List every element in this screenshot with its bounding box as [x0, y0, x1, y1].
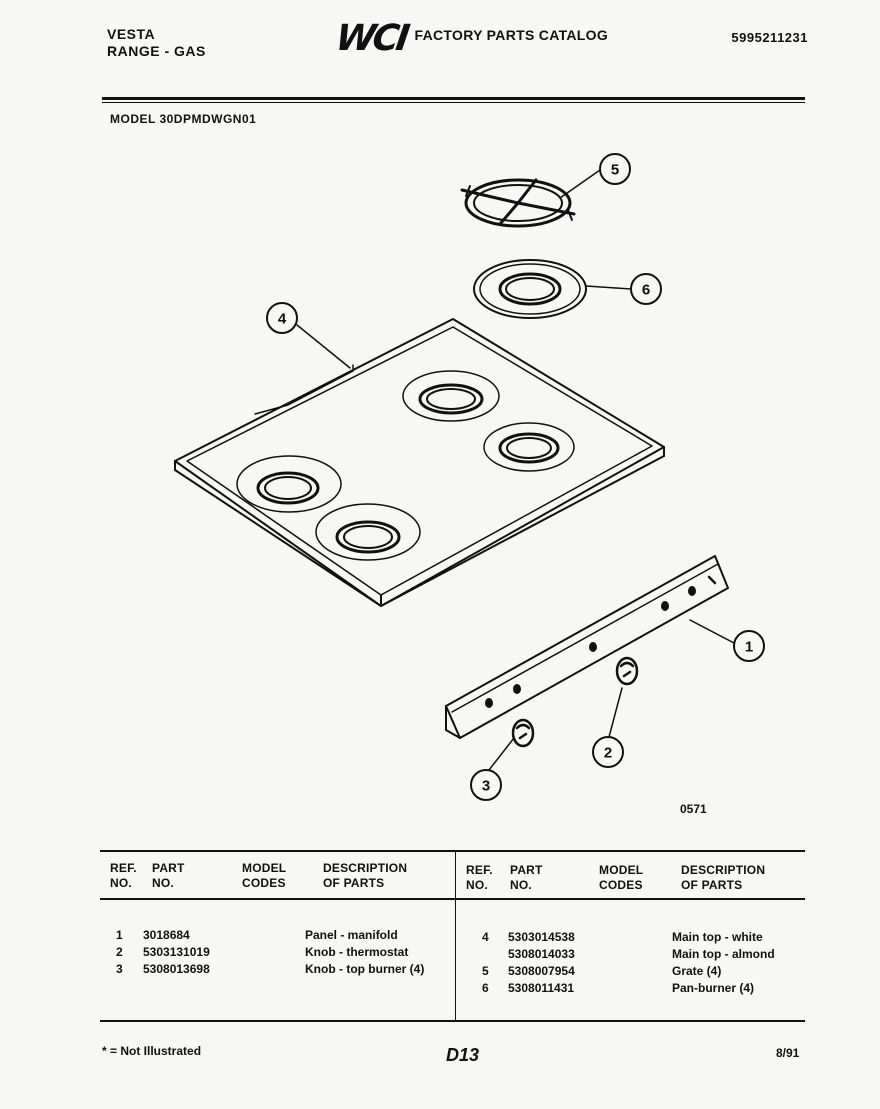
table-row-ref: 3 — [116, 962, 123, 976]
header-brand-block: VESTA RANGE - GAS — [107, 26, 206, 60]
header-model-line1: MODEL — [242, 861, 287, 875]
table-row-ref: 1 — [116, 928, 123, 942]
table-row-description: Main top - almond — [672, 947, 775, 961]
table-header-rule-right — [456, 898, 805, 900]
header-ref-line2: NO. — [466, 878, 488, 892]
header-ref-no-left: REF. NO. — [110, 861, 137, 891]
table-row-ref: 2 — [116, 945, 123, 959]
grate-drawing — [460, 178, 576, 228]
callout-1 — [733, 630, 765, 662]
table-row-part-no: 5308007954 — [508, 964, 575, 978]
header-part-line1: PART — [510, 863, 543, 877]
table-row-description: Panel - manifold — [305, 928, 398, 942]
table-row-ref: 6 — [482, 981, 489, 995]
catalog-number: 5995211231 — [731, 30, 808, 45]
callout-2 — [592, 736, 624, 768]
burner-pan-drawing — [473, 259, 587, 319]
callout-6 — [630, 273, 662, 305]
brand-name: VESTA — [107, 26, 156, 42]
header-model-line2: CODES — [242, 876, 286, 890]
knob-thermostat-drawing — [615, 656, 639, 686]
header-logo-block: WCI FACTORY PARTS CATALOG — [333, 18, 609, 59]
callout-label-5: 5 — [611, 162, 619, 179]
header-ref-no-right: REF. NO. — [466, 863, 493, 893]
header-part-no-left: PART NO. — [152, 861, 185, 891]
header-desc-line1: DESCRIPTION — [681, 863, 766, 877]
callout-label-3: 3 — [482, 778, 490, 795]
knob-top-burner-drawing — [511, 718, 535, 748]
left-rows-part: 3018684 5303131019 5308013698 — [143, 927, 210, 978]
header-model-codes-left: MODEL CODES — [242, 861, 286, 891]
callout-label-4: 4 — [278, 311, 287, 328]
callout-4 — [266, 302, 298, 334]
header-model-line1: MODEL — [599, 863, 644, 877]
illustration-code: 0571 — [680, 802, 707, 816]
print-date: 8/91 — [776, 1046, 800, 1060]
not-illustrated-note: * = Not Illustrated — [102, 1044, 202, 1058]
header-rule-thin — [102, 102, 805, 103]
page-number: D13 — [446, 1045, 480, 1065]
table-row-part-no: 5308014033 — [508, 947, 575, 961]
header-desc-line1: DESCRIPTION — [323, 861, 408, 875]
table-row-description: Knob - thermostat — [305, 945, 409, 959]
right-rows-part: 5303014538 5308014033 5308007954 5308011… — [508, 929, 575, 997]
table-row-part-no: 3018684 — [143, 928, 190, 942]
table-row-part-no: 5303014538 — [508, 930, 575, 944]
table-top-rule — [100, 850, 805, 852]
callout-3 — [470, 769, 502, 801]
table-divider — [455, 850, 456, 1020]
table-header-rule-left — [100, 898, 455, 900]
table-row-description: Main top - white — [672, 930, 763, 944]
header-model-line2: CODES — [599, 878, 643, 892]
header-model-codes-right: MODEL CODES — [599, 863, 643, 893]
callout-label-6: 6 — [642, 282, 650, 299]
header-description-left: DESCRIPTION OF PARTS — [323, 861, 407, 891]
header-part-line2: NO. — [152, 876, 174, 890]
header-ref-line1: REF. — [110, 861, 137, 875]
header-desc-line2: OF PARTS — [323, 876, 385, 890]
right-rows-ref: 4 5 6 — [482, 929, 489, 997]
header-ref-line1: REF. — [466, 863, 493, 877]
callout-5 — [599, 153, 631, 185]
parts-illustration: 5 6 4 1 2 3 — [174, 153, 765, 801]
catalog-title: FACTORY PARTS CATALOG — [414, 26, 609, 43]
header-part-no-right: PART NO. — [510, 863, 543, 893]
callout-label-1: 1 — [745, 639, 753, 656]
manifold-panel-drawing — [445, 555, 729, 739]
main-top-drawing — [174, 318, 665, 607]
left-rows-ref: 1 2 3 — [116, 927, 123, 978]
leader-lines — [296, 169, 735, 771]
header-part-line1: PART — [152, 861, 185, 875]
callouts — [266, 153, 765, 801]
model-number: MODEL 30DPMDWGN01 — [110, 112, 257, 126]
header-part-line2: NO. — [510, 878, 532, 892]
table-row-description: Knob - top burner (4) — [305, 962, 425, 976]
product-type: RANGE - GAS — [107, 43, 206, 59]
header-ref-line2: NO. — [110, 876, 132, 890]
table-row-description: Pan-burner (4) — [672, 981, 755, 995]
header-rule-thick — [102, 97, 805, 100]
table-row-ref: 5 — [482, 964, 489, 978]
left-rows-desc: Panel - manifold Knob - thermostat Knob … — [305, 927, 424, 978]
header-desc-line2: OF PARTS — [681, 878, 743, 892]
callout-label-2: 2 — [604, 745, 612, 762]
table-row-ref — [482, 946, 489, 963]
table-row-part-no: 5308013698 — [143, 962, 210, 976]
table-row-ref: 4 — [482, 930, 489, 944]
table-bottom-rule — [100, 1020, 805, 1022]
table-row-part-no: 5308011431 — [508, 981, 575, 995]
table-row-description: Grate (4) — [672, 964, 722, 978]
right-rows-desc: Main top - white Main top - almond Grate… — [672, 929, 775, 997]
header-description-right: DESCRIPTION OF PARTS — [681, 863, 765, 893]
table-row-part-no: 5303131019 — [143, 945, 210, 959]
